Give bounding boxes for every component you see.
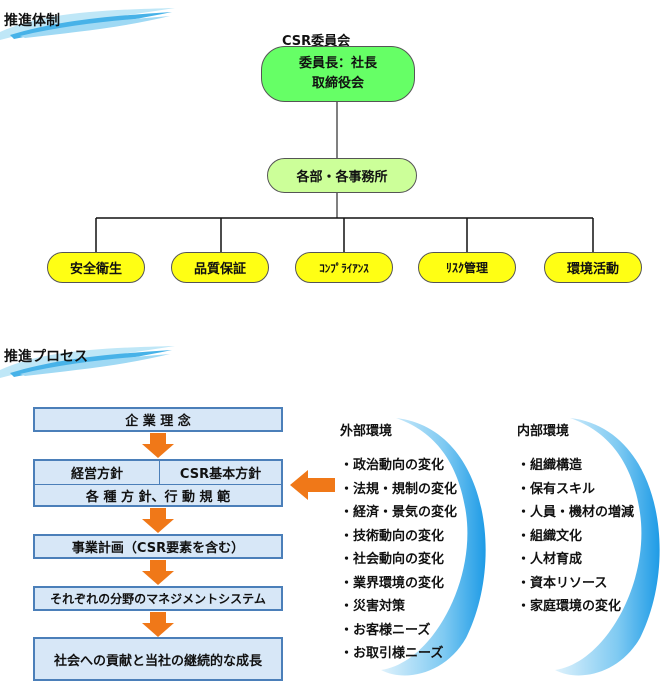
- list-item: ・業界環境の変化: [340, 575, 445, 591]
- external-environment-list: ・政治動向の変化 ・法規・規制の変化 ・経済・景気の変化 ・技術動向の変化 ・社…: [340, 454, 457, 666]
- list-item: ・人材育成: [517, 552, 583, 567]
- down-arrow-2: [142, 508, 174, 533]
- internal-ellipse-decoration: [555, 418, 660, 676]
- list-item: ・人員・機材の増減: [517, 505, 635, 520]
- list-item: ・政治動向の変化: [340, 458, 445, 473]
- list-item: ・法規・規制の変化: [340, 481, 458, 497]
- committee-title: CSR委員会: [282, 34, 351, 49]
- org-connectors: [95, 102, 594, 252]
- internal-environment-title: 内部環境: [517, 424, 570, 439]
- business-plan-box: 事業計画（CSR要素を含む）: [33, 534, 283, 559]
- list-item: ・災害対策: [340, 599, 406, 614]
- unit-risk-management: ﾘｽｸ管理: [418, 252, 516, 283]
- unit-compliance: ｺﾝﾌﾟﾗｲｱﾝｽ: [295, 252, 393, 283]
- down-arrow-3: [142, 560, 174, 585]
- guidelines-label: 各 種 方 針、行 動 規 範: [85, 489, 231, 505]
- committee-box: 委員長：社長 取締役会: [261, 46, 415, 102]
- wave-decoration-process: [0, 346, 175, 378]
- committee-chair-label: 委員長：社長: [298, 56, 377, 71]
- unit-environment: 環境活動: [544, 252, 642, 283]
- down-arrow-4: [142, 612, 174, 637]
- management-policy-label: 経営方針: [35, 461, 160, 484]
- list-item: ・組織構造: [517, 458, 583, 473]
- structure-heading: 推進体制: [4, 13, 60, 29]
- committee-board-label: 取締役会: [311, 76, 364, 91]
- csr-policy-label: CSR基本方針: [179, 467, 262, 482]
- down-arrow-1: [142, 433, 174, 458]
- list-item: ・経済・景気の変化: [340, 505, 458, 520]
- departments-box: 各部・各事務所: [267, 158, 417, 193]
- management-system-box: それぞれの分野のマネジメントシステム: [33, 586, 283, 611]
- list-item: ・家庭環境の変化: [517, 599, 622, 614]
- list-item: ・お取引様ニーズ: [340, 646, 444, 661]
- left-arrow: [290, 470, 335, 500]
- list-item: ・保有スキル: [517, 481, 596, 497]
- external-environment-title: 外部環境: [340, 424, 393, 439]
- list-item: ・技術動向の変化: [340, 528, 445, 544]
- list-item: ・お客様ニーズ: [340, 622, 431, 638]
- unit-safety-health: 安全衛生: [47, 252, 145, 283]
- corporate-philosophy-box: 企 業 理 念: [33, 407, 283, 432]
- process-heading: 推進プロセス: [4, 349, 88, 365]
- list-item: ・資本リソース: [517, 575, 608, 591]
- internal-environment-list: ・組織構造 ・保有スキル ・人員・機材の増減 ・組織文化 ・人材育成 ・資本リソ…: [517, 454, 634, 619]
- unit-quality-assurance: 品質保証: [171, 252, 269, 283]
- policy-box: 経営方針 CSR基本方針 各 種 方 針、行 動 規 範: [33, 459, 283, 507]
- outcome-box: 社会への貢献と当社の継続的な成長: [33, 637, 283, 681]
- list-item: ・社会動向の変化: [340, 552, 445, 567]
- external-ellipse-decoration: [381, 418, 486, 676]
- list-item: ・組織文化: [517, 528, 583, 544]
- wave-decoration-structure: [0, 8, 175, 40]
